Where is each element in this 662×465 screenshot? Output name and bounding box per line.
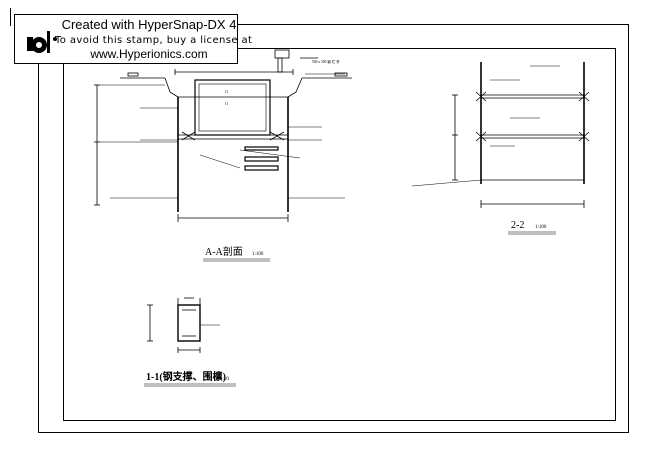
- s11-section-drawing: [147, 297, 220, 353]
- s11-title: 1-1(钢支撑、围檩): [146, 370, 226, 383]
- outer-frame: [38, 24, 629, 433]
- s11-scale: 1:10: [220, 377, 229, 382]
- stamp-line-2: To avoid this stamp, buy a license at: [55, 35, 253, 46]
- aa-label-i1: I1: [225, 90, 228, 94]
- hypersnap-stamp: Created with HyperSnap-DX 4 To avoid thi…: [14, 14, 253, 64]
- aa-label-road: 500 x 500 钢 栏 杆: [312, 59, 340, 64]
- stamp-line-1: Created with HyperSnap-DX 4: [61, 17, 237, 32]
- s22-title: 2-2: [511, 220, 524, 231]
- inner-frame: [63, 48, 616, 421]
- aa-label-i2: I1: [225, 102, 228, 106]
- aa-section-drawing: [94, 49, 352, 222]
- s22-scale: 1:100: [535, 225, 547, 230]
- aa-scale: 1:100: [252, 252, 264, 257]
- hypersnap-logo-icon: [27, 31, 57, 53]
- s22-section-drawing: [411, 62, 590, 208]
- stamp-line-3: www.Hyperionics.com: [90, 47, 208, 61]
- aa-title: A-A剖面: [205, 245, 243, 258]
